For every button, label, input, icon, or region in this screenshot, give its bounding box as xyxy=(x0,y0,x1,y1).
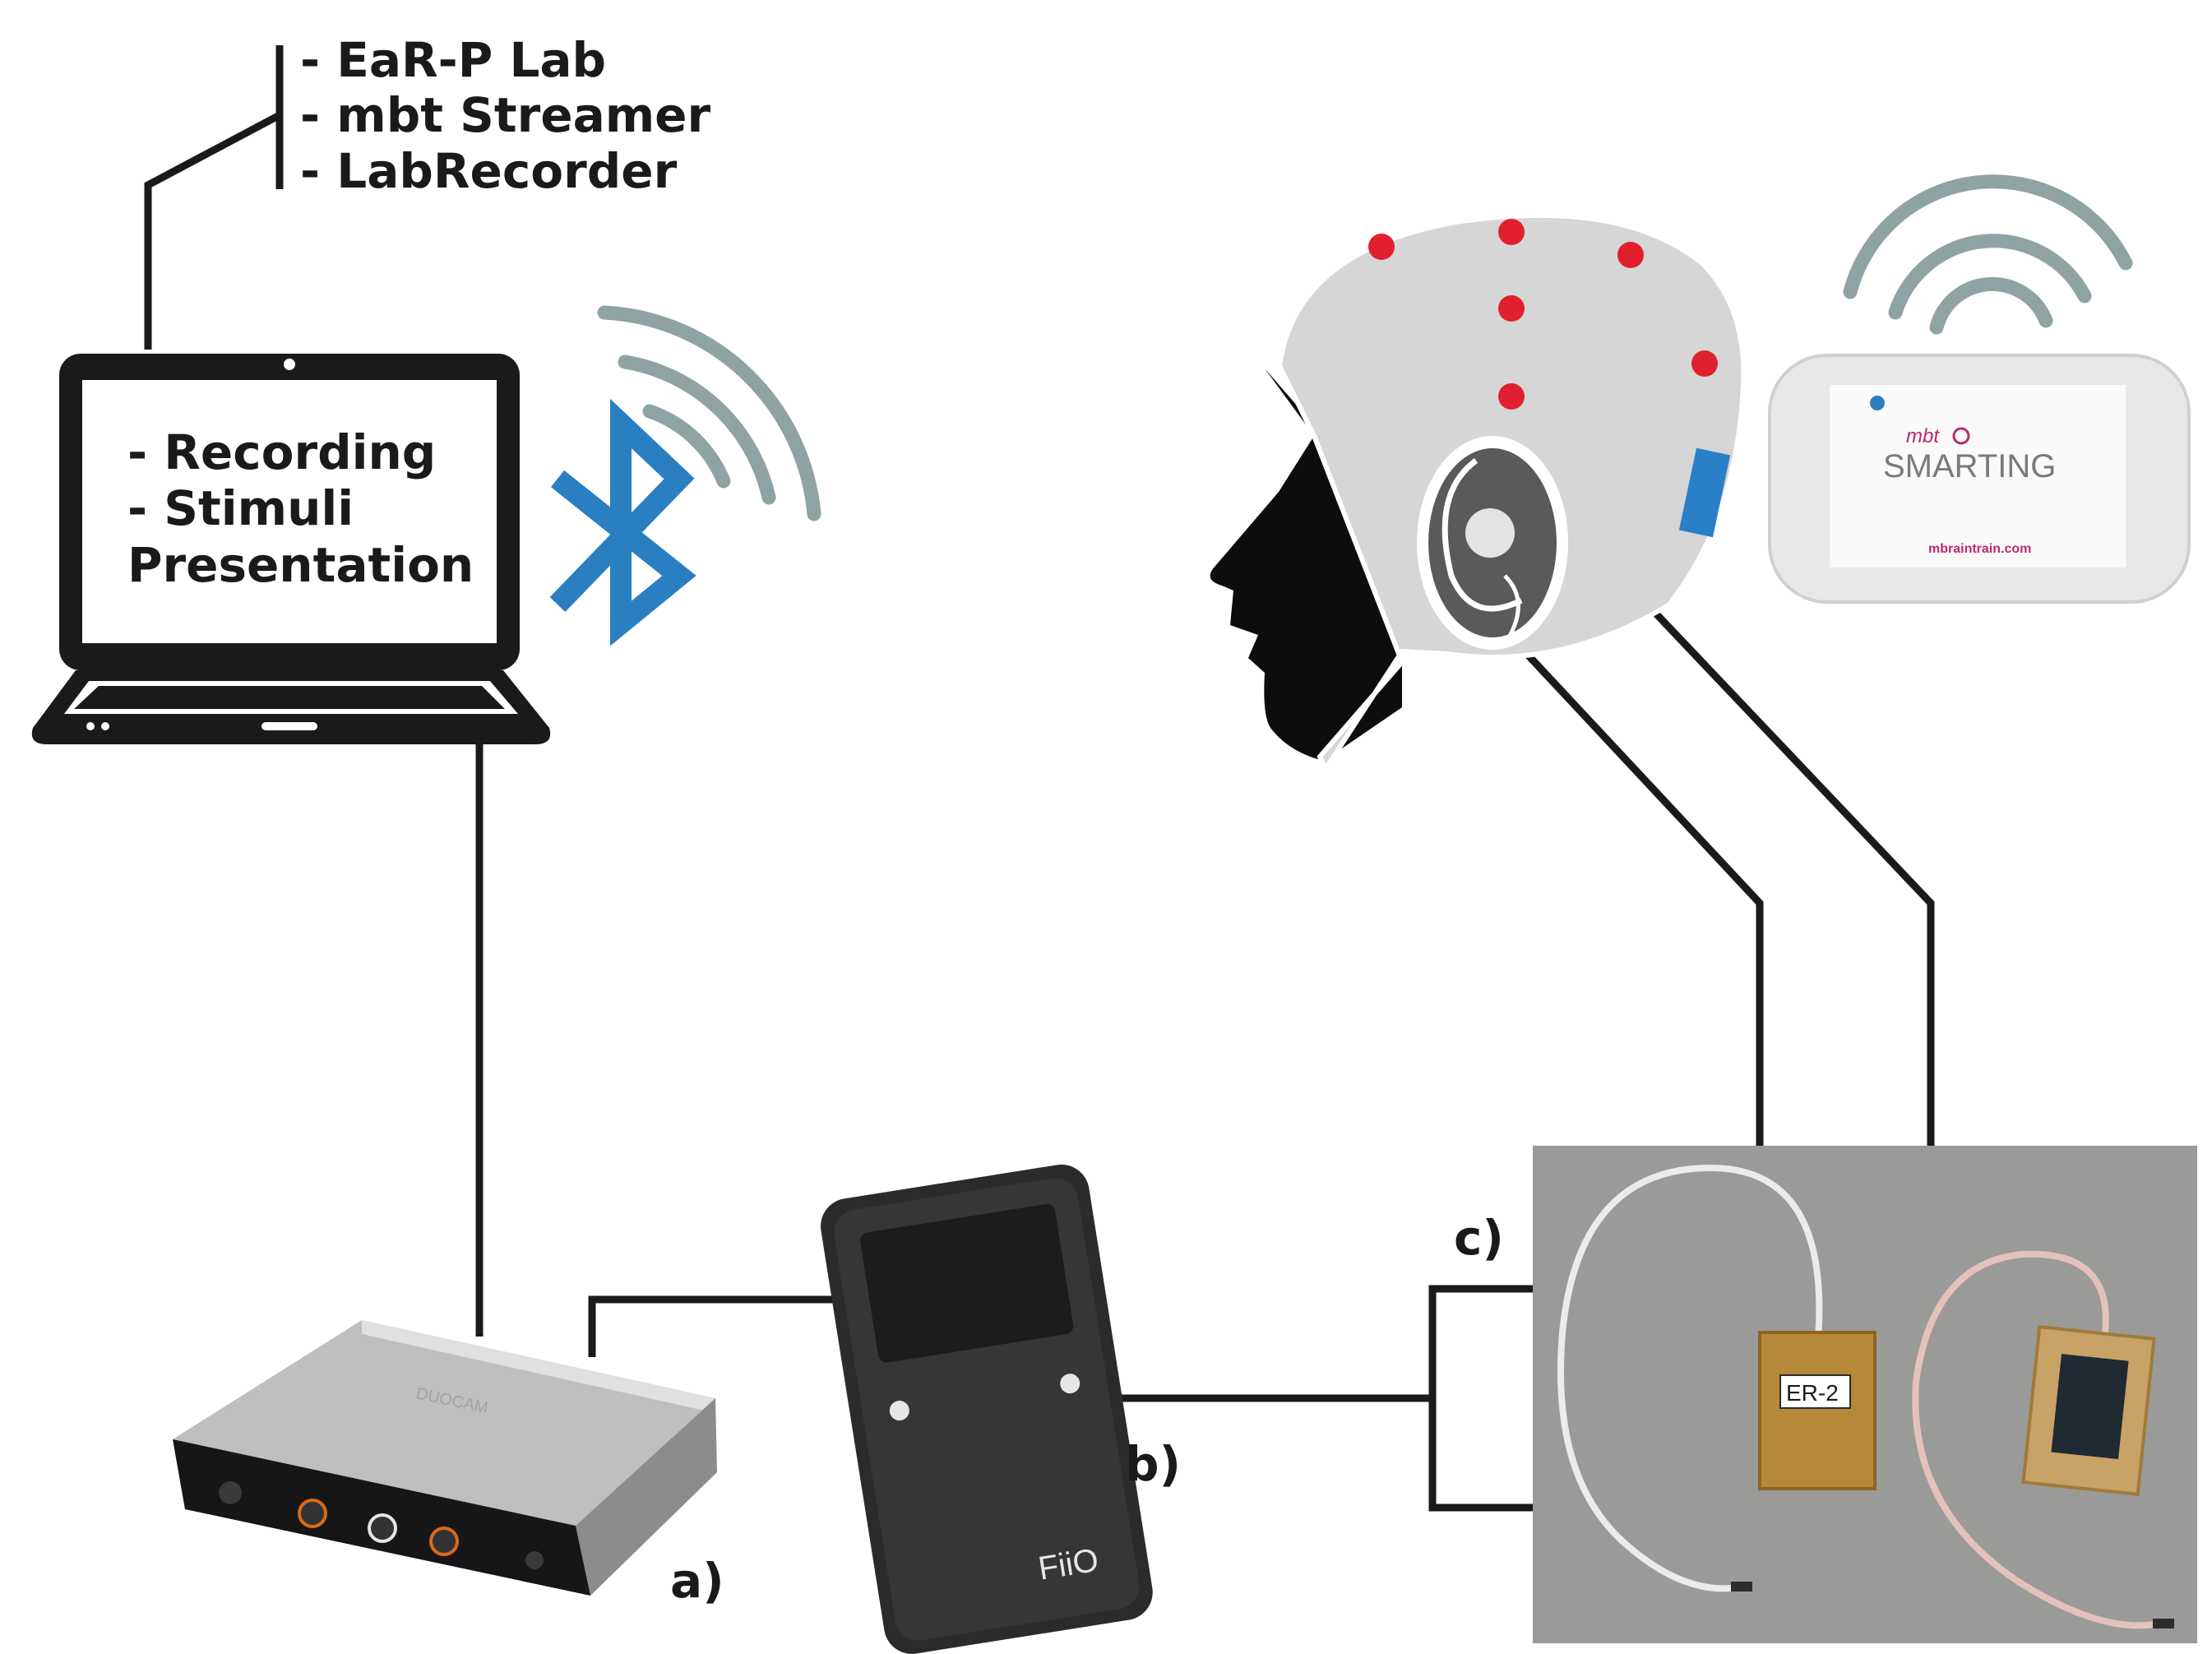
er2-tag xyxy=(1779,1374,1851,1409)
bluetooth-icon xyxy=(549,398,696,646)
ear-insert xyxy=(1465,508,1515,558)
head-eeg-cap-illustration xyxy=(1210,212,1747,775)
amp-to-photo-line xyxy=(1650,607,1935,1146)
soundcard-device: DUOCAM xyxy=(173,1320,717,1596)
smarting-signal-icon xyxy=(1843,174,2133,335)
laptop-screen-text: - Recording - Stimuli Presentation xyxy=(127,424,474,593)
soundcard-to-dap-line xyxy=(588,1295,835,1357)
software-item-mbt-streamer: - mbt Streamer xyxy=(300,87,710,143)
smarting-led xyxy=(1870,396,1885,410)
fiio-dap-device: FiiO xyxy=(821,1164,1153,1654)
electrode xyxy=(1617,242,1644,268)
dap-screen xyxy=(860,1203,1074,1363)
smarting-device-label-panel xyxy=(1830,385,2126,568)
ear-to-photo-line xyxy=(1510,636,1764,1146)
smarting-url: mbraintrain.com xyxy=(1928,542,2031,556)
screen-line-stimuli: - Stimuli xyxy=(127,480,354,536)
screen-line-presentation: Presentation xyxy=(127,537,474,593)
connection-lines xyxy=(144,45,1935,1512)
smarting-brand: mbt xyxy=(1906,425,1940,447)
electrode xyxy=(1498,295,1525,322)
laptop-trackpad xyxy=(261,722,317,730)
wifi-signal-icon xyxy=(597,305,821,521)
electrode xyxy=(1498,383,1525,410)
er2-tag-text: ER-2 xyxy=(1786,1380,1839,1406)
label-b: b) xyxy=(1125,1436,1181,1492)
label-a: a) xyxy=(670,1553,724,1609)
smarting-amplifier: mbt SMARTING mbraintrain.com xyxy=(1768,174,2191,604)
smarting-name: SMARTING xyxy=(1883,448,2056,484)
software-list: - EaR-P Lab - mbt Streamer - LabRecorder xyxy=(300,32,710,199)
earphones-bracket-line xyxy=(1428,1285,1533,1512)
screen-line-recording: - Recording xyxy=(127,424,436,480)
amplifier-connector xyxy=(1678,447,1731,538)
earphones-photo: ER-2 xyxy=(1533,1146,2197,1643)
laptop-screen xyxy=(82,380,497,643)
laptop-icon xyxy=(31,354,551,744)
software-item-earp-lab: - EaR-P Lab xyxy=(300,32,606,88)
soundcard-side xyxy=(576,1398,717,1596)
face-silhouette xyxy=(1210,368,1402,761)
electrode xyxy=(1691,350,1718,377)
electrode xyxy=(1368,234,1395,260)
er2-transducer xyxy=(1758,1331,1876,1490)
electrode xyxy=(1498,219,1525,245)
laptop-camera xyxy=(284,359,295,370)
laptop-to-software-line xyxy=(144,112,282,350)
label-c: c) xyxy=(1454,1210,1504,1266)
software-item-labrecorder: - LabRecorder xyxy=(300,143,678,199)
